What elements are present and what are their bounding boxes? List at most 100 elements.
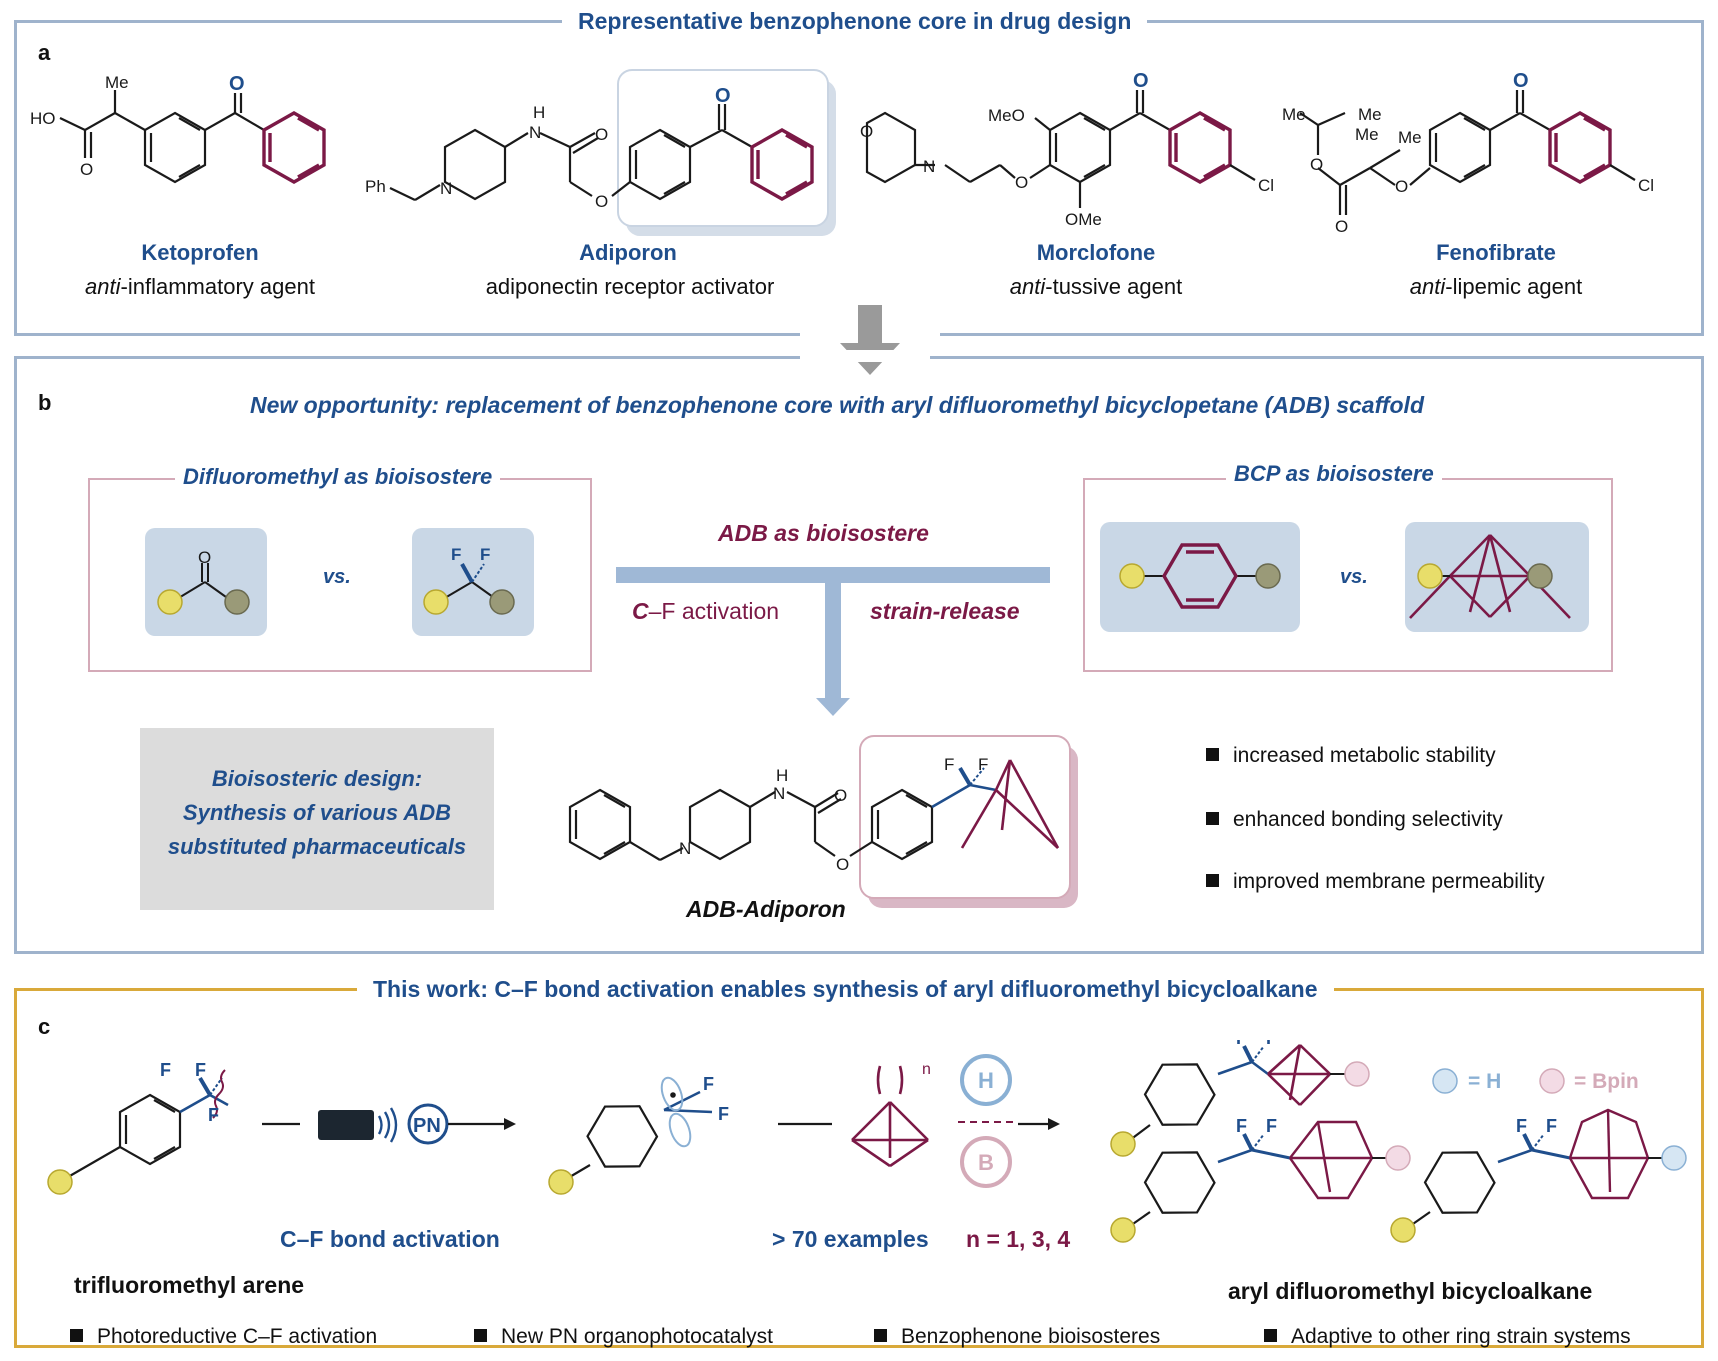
substituent-ball bbox=[1417, 563, 1443, 589]
cf-activation-label: C–F activation bbox=[632, 598, 780, 624]
atom-label: O bbox=[229, 73, 245, 95]
atom-label: N bbox=[773, 784, 785, 803]
substituent-ball bbox=[47, 1169, 73, 1195]
design-line: Synthesis of various ADB bbox=[182, 800, 452, 825]
h-circle-label: H bbox=[978, 1068, 994, 1093]
atom-label: F bbox=[1266, 1116, 1277, 1136]
atom-label: F bbox=[195, 1060, 206, 1080]
atom-label: Me bbox=[1282, 105, 1306, 124]
drug-desc: adiponectin receptor activator bbox=[485, 274, 775, 299]
atom-label: O bbox=[595, 192, 608, 211]
bpin-legend-ball bbox=[1539, 1068, 1565, 1094]
atom-label: F bbox=[451, 545, 461, 564]
atom-label: O bbox=[715, 85, 731, 107]
feature-item: Photoreductive C–F activation bbox=[70, 1325, 377, 1349]
substituent-ball bbox=[1119, 563, 1145, 589]
panel-a-structures: Me HO O H N Ph N O O O N MeO O OMe Cl Me… bbox=[30, 69, 1654, 236]
n-values-label: n = 1, 3, 4 bbox=[966, 1226, 1071, 1252]
panel-a-label: a bbox=[38, 40, 51, 65]
drug-name: Fenofibrate bbox=[1436, 240, 1556, 265]
panel-b-label: b bbox=[38, 390, 52, 415]
atom-label: Me bbox=[1358, 105, 1382, 124]
atom-label: F bbox=[1516, 1116, 1527, 1136]
bcp-box-title: BCP as bioisostere bbox=[1226, 461, 1442, 487]
cf-bond-activation-label: C–F bond activation bbox=[280, 1226, 500, 1252]
panel-c-label: c bbox=[38, 1014, 51, 1039]
difluoromethyl-box-title: Difluoromethyl as bioisostere bbox=[175, 464, 501, 490]
atom-label: O bbox=[1395, 177, 1408, 196]
atom-label: Ph bbox=[365, 177, 386, 196]
atom-label: F bbox=[944, 755, 954, 774]
design-box: Bioisosteric design: Synthesis of variou… bbox=[140, 728, 494, 910]
atom-label: O bbox=[1133, 70, 1149, 92]
atom-label: O bbox=[836, 855, 849, 874]
panel-c-structures: PN bbox=[47, 1040, 1687, 1243]
adb-adiporon-name: ADB-Adiporon bbox=[686, 896, 846, 922]
atom-label: Me bbox=[1355, 125, 1379, 144]
n-subscript: n bbox=[922, 1061, 931, 1078]
product-class-name: aryl difluoromethyl bicycloalkane bbox=[1228, 1278, 1593, 1304]
atom-label: OMe bbox=[1065, 210, 1102, 229]
substituent-ball bbox=[489, 589, 515, 615]
drug-desc: anti-lipemic agent bbox=[1409, 274, 1583, 299]
atom-label: F bbox=[718, 1104, 729, 1124]
substituent-ball bbox=[224, 589, 250, 615]
atom-label: F bbox=[1236, 1116, 1247, 1136]
panel-c-title: This work: C–F bond activation enables s… bbox=[357, 976, 1334, 1003]
atom-label: N bbox=[440, 179, 452, 198]
start-material-name: trifluoromethyl arene bbox=[74, 1272, 305, 1298]
panel-b-structures: O H N N O O F F F F bbox=[157, 534, 1571, 908]
feature-item: Benzophenone bioisosteres bbox=[874, 1325, 1160, 1349]
atom-label: F bbox=[703, 1074, 714, 1094]
h-ball bbox=[1344, 1061, 1370, 1087]
pn-catalyst-label: PN bbox=[413, 1115, 441, 1137]
drug-name: Ketoprofen bbox=[141, 240, 259, 265]
design-line: Bioisosteric design: bbox=[211, 766, 423, 791]
atom-label: Me bbox=[1398, 128, 1422, 147]
atom-label: O bbox=[80, 160, 93, 179]
benefit-item: improved membrane permeability bbox=[1206, 870, 1545, 894]
substituent-ball bbox=[1255, 563, 1281, 589]
atom-label: N bbox=[529, 123, 541, 142]
atom-label: F bbox=[208, 1105, 219, 1125]
benefit-item: increased metabolic stability bbox=[1206, 744, 1496, 768]
atom-label: F bbox=[1266, 1040, 1277, 1048]
vs-label: vs. bbox=[323, 566, 351, 588]
atom-label: Me bbox=[105, 73, 129, 92]
atom-label: F bbox=[160, 1060, 171, 1080]
drug-desc: anti-inflammatory agent bbox=[85, 274, 315, 299]
panel-a-title: Representative benzophenone core in drug… bbox=[562, 8, 1148, 35]
t-bar bbox=[616, 567, 1050, 583]
atom-label: O bbox=[860, 122, 873, 141]
h-ball bbox=[1661, 1145, 1687, 1171]
b-circle-label: B bbox=[978, 1150, 994, 1175]
h-legend-ball bbox=[1432, 1068, 1458, 1094]
atom-label: Cl bbox=[1258, 176, 1274, 195]
atom-label: O bbox=[1335, 217, 1348, 236]
atom-label: N bbox=[923, 157, 935, 176]
atom-label: N bbox=[679, 839, 691, 858]
feature-item: New PN organophotocatalyst bbox=[474, 1325, 773, 1349]
adb-bioisostere-title: ADB as bioisostere bbox=[718, 520, 929, 546]
substituent-ball bbox=[1390, 1217, 1416, 1243]
examples-label: > 70 examples bbox=[772, 1226, 929, 1252]
feature-item: Adaptive to other ring strain systems bbox=[1264, 1325, 1631, 1349]
substituent-ball bbox=[1110, 1217, 1136, 1243]
atom-label: O bbox=[834, 786, 847, 805]
atom-label: HO bbox=[30, 109, 56, 128]
atom-label: F bbox=[480, 545, 490, 564]
atom-label: F bbox=[1236, 1040, 1247, 1048]
atom-label: F bbox=[1546, 1116, 1557, 1136]
substituent-ball bbox=[423, 589, 449, 615]
substituent-ball bbox=[548, 1169, 574, 1195]
atom-label: MeO bbox=[988, 106, 1025, 125]
substituent-ball bbox=[1110, 1131, 1136, 1157]
atom-label: H bbox=[533, 103, 545, 122]
design-line: substituted pharmaceuticals bbox=[167, 834, 467, 859]
substituent-ball bbox=[157, 589, 183, 615]
h-legend-label: = H bbox=[1468, 1070, 1501, 1093]
atom-label: F bbox=[978, 755, 988, 774]
atom-label: O bbox=[1310, 155, 1323, 174]
vs-label: vs. bbox=[1340, 566, 1368, 588]
atom-label: O bbox=[1015, 173, 1028, 192]
